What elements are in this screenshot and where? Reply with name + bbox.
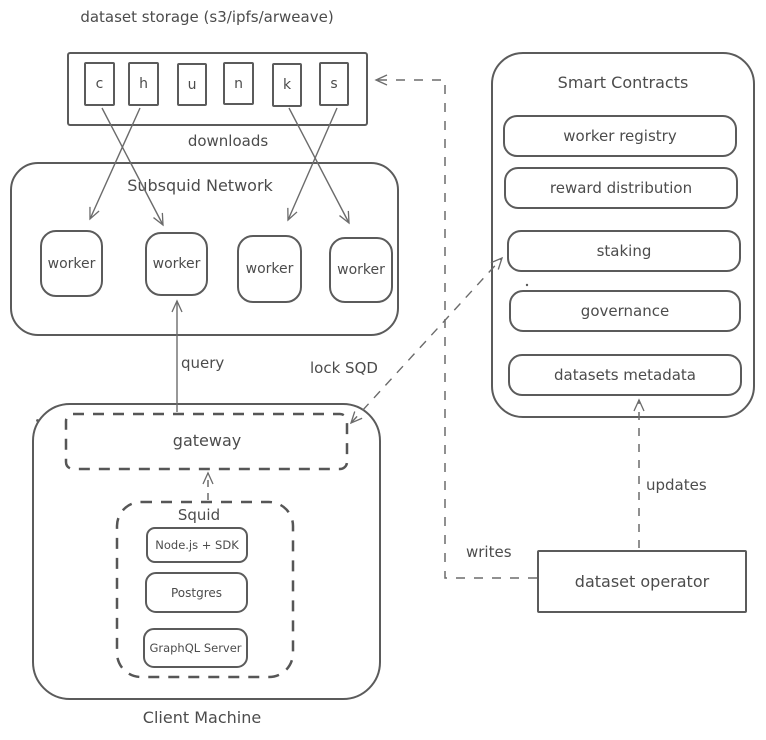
chunk-cell-u: u — [177, 63, 207, 106]
chunk-cell-c: c — [84, 62, 115, 106]
worker-box-4: worker — [329, 237, 393, 303]
contract-reward-distribution: reward distribution — [504, 167, 738, 209]
query-label: query — [181, 354, 225, 372]
worker-box-2: worker — [145, 232, 208, 296]
lock-sqd-label: lock SQD — [310, 359, 378, 377]
chunk-cell-s: s — [319, 62, 349, 106]
dataset-storage-title: dataset storage (s3/ipfs/arweave) — [80, 8, 334, 26]
subsquid-network-label: Subsquid Network — [127, 176, 273, 195]
gateway-label: gateway — [172, 431, 242, 450]
chunks-container-box — [67, 52, 368, 126]
chunk-cell-k: k — [272, 63, 302, 107]
squid-graphql-server-box: GraphQL Server — [143, 628, 248, 668]
writes-label: writes — [466, 543, 512, 561]
updates-label: updates — [646, 476, 707, 494]
contract-governance: governance — [509, 290, 741, 332]
contract-worker-registry: worker registry — [503, 115, 737, 157]
chunk-cell-n: n — [223, 62, 254, 105]
downloads-label: downloads — [187, 132, 269, 150]
chunk-cell-h: h — [128, 62, 159, 106]
smart-contracts-label: Smart Contracts — [557, 73, 689, 92]
squid-label: Squid — [177, 506, 221, 524]
contract-datasets-metadata: datasets metadata — [508, 354, 742, 396]
worker-box-1: worker — [40, 230, 103, 297]
client-machine-label: Client Machine — [142, 708, 262, 727]
squid-postgres-box: Postgres — [145, 572, 248, 613]
contract-staking: staking — [507, 230, 741, 272]
squid-nodejs-sdk-box: Node.js + SDK — [146, 527, 248, 563]
dataset-operator-box: dataset operator — [537, 550, 747, 613]
worker-box-3: worker — [237, 235, 302, 303]
